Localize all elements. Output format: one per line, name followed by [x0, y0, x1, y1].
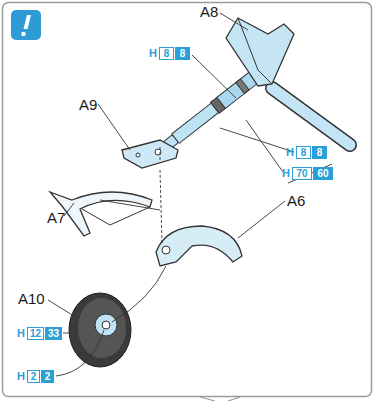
- paint-number: 33: [48, 329, 59, 339]
- frame-border: [3, 3, 372, 397]
- part-a10: [69, 293, 131, 367]
- paint-number: 8: [301, 148, 307, 158]
- assembly-line: [112, 266, 166, 322]
- hole: [162, 246, 170, 254]
- paint-number-box: 8: [159, 47, 174, 60]
- a7-brace: [82, 207, 150, 225]
- paint-number-box: 33: [45, 327, 62, 340]
- hub: [95, 314, 117, 336]
- strut-band: [236, 79, 249, 94]
- bracket-a6: [156, 226, 242, 266]
- paint-brand-letter: H: [149, 48, 157, 59]
- leader-line: [246, 120, 283, 172]
- paint-number: 2: [31, 372, 37, 382]
- paint-number-box: 8: [175, 47, 190, 60]
- arm-body: [272, 88, 350, 145]
- paint-brand-letter: H: [286, 147, 294, 158]
- frame-tick: [200, 397, 240, 401]
- assembly-line: [100, 200, 160, 210]
- part-number: A6: [287, 193, 305, 208]
- paint-number-box: 12: [27, 327, 44, 340]
- leader-line: [56, 330, 104, 376]
- part-number: A7: [47, 210, 65, 225]
- leader-line: [220, 128, 294, 152]
- leader-line: [98, 104, 130, 150]
- part-number: A10: [18, 291, 45, 306]
- paint-brand-letter: H: [282, 168, 290, 179]
- leader-lines: [48, 13, 332, 376]
- tire: [69, 293, 131, 367]
- paint-brand-letter: H: [17, 371, 25, 382]
- tire-inner: [78, 298, 126, 358]
- part-a9: [122, 140, 178, 168]
- leader-line: [63, 333, 71, 334]
- paint-number-box: 60: [313, 167, 333, 180]
- leader-line: [220, 13, 248, 30]
- paint-number-box: 2: [41, 370, 54, 383]
- assembly-line: [160, 170, 162, 243]
- paint-number: 8: [180, 49, 186, 59]
- leader-line: [238, 201, 285, 238]
- paint-number: 8: [164, 49, 170, 59]
- paint-number: 8: [317, 148, 323, 158]
- part-a8: [155, 18, 350, 157]
- icon-square: [11, 10, 41, 40]
- paint-number-box: 2: [27, 370, 40, 383]
- part-number: A9: [79, 97, 97, 112]
- fork-edge: [238, 18, 272, 84]
- paint-brand-letter: H: [17, 328, 25, 339]
- arm-outline: [272, 88, 350, 145]
- part-number: A8: [200, 4, 218, 19]
- leader-line: [192, 55, 236, 98]
- paint-number-box: 8: [296, 146, 311, 159]
- assembly-line: [160, 147, 161, 162]
- paint-number: 12: [30, 329, 41, 339]
- paint-number: 2: [45, 372, 51, 382]
- paint-number-box: 8: [312, 146, 327, 159]
- strut-lower: [172, 103, 219, 143]
- icon-dot: [21, 32, 26, 37]
- paint-number: 70: [296, 169, 307, 179]
- leader-line: [64, 203, 74, 216]
- leader-line: [48, 300, 74, 316]
- paint-number: 60: [317, 169, 328, 179]
- strut-fork: [226, 18, 294, 86]
- paint-number-box: 70: [292, 167, 312, 180]
- slash-line: [288, 164, 332, 183]
- bracket-a9: [122, 140, 178, 168]
- hole: [136, 153, 140, 157]
- attention-icon: [11, 10, 41, 40]
- axle: [102, 321, 110, 329]
- icon-bar: [24, 15, 32, 29]
- part-a6: [156, 226, 242, 266]
